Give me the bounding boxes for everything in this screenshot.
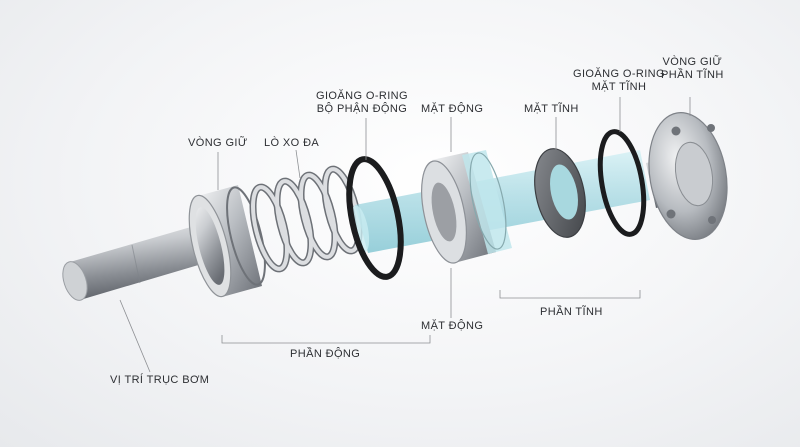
retaining-ring-part xyxy=(188,185,266,298)
label-vong-giu: VÒNG GIỮ xyxy=(188,137,248,149)
label-gioang-oring-dong: GIOĂNG O-RING BỘ PHẬN ĐỘNG xyxy=(316,90,408,116)
label-phan-tinh: PHẦN TĨNH xyxy=(540,306,603,318)
label-vong-giu-phan-tinh-line1: VÒNG GIỮ xyxy=(662,56,723,68)
rotating-face-part xyxy=(421,150,512,264)
label-gioang-oring-dong-line1: GIOĂNG O-RING xyxy=(316,90,408,102)
label-phan-dong: PHẦN ĐỘNG xyxy=(290,348,361,360)
label-vong-giu-phan-tinh: VÒNG GIỮ PHẦN TĨNH xyxy=(661,56,724,82)
oring-static-part xyxy=(597,129,647,237)
static-retaining-flange xyxy=(646,112,728,240)
label-lo-xo-da: LÒ XO ĐA xyxy=(264,137,320,149)
label-gioang-oring-dong-line2: BỘ PHẬN ĐỘNG xyxy=(316,103,408,115)
label-vong-giu-phan-tinh-line2: PHẦN TĨNH xyxy=(661,69,724,81)
label-gioang-oring-tinh: GIOĂNG O-RING MẶT TĨNH xyxy=(573,68,665,94)
label-gioang-oring-tinh-line1: GIOĂNG O-RING xyxy=(573,68,665,80)
label-vi-tri-truc-bom: VỊ TRÍ TRỤC BƠM xyxy=(110,374,210,386)
stationary-face-part xyxy=(534,148,586,238)
pump-shaft xyxy=(62,222,222,301)
label-mat-dong-bottom: MẶT ĐỘNG xyxy=(421,320,484,332)
leader-lines xyxy=(119,97,691,373)
oring-dynamic-part xyxy=(346,156,404,280)
label-gioang-oring-tinh-line2: MẶT TĨNH xyxy=(591,81,647,93)
label-mat-dong-top: MẶT ĐỘNG xyxy=(421,103,484,115)
spring-part xyxy=(249,165,363,273)
label-mat-tinh: MẶT TĨNH xyxy=(524,103,579,115)
